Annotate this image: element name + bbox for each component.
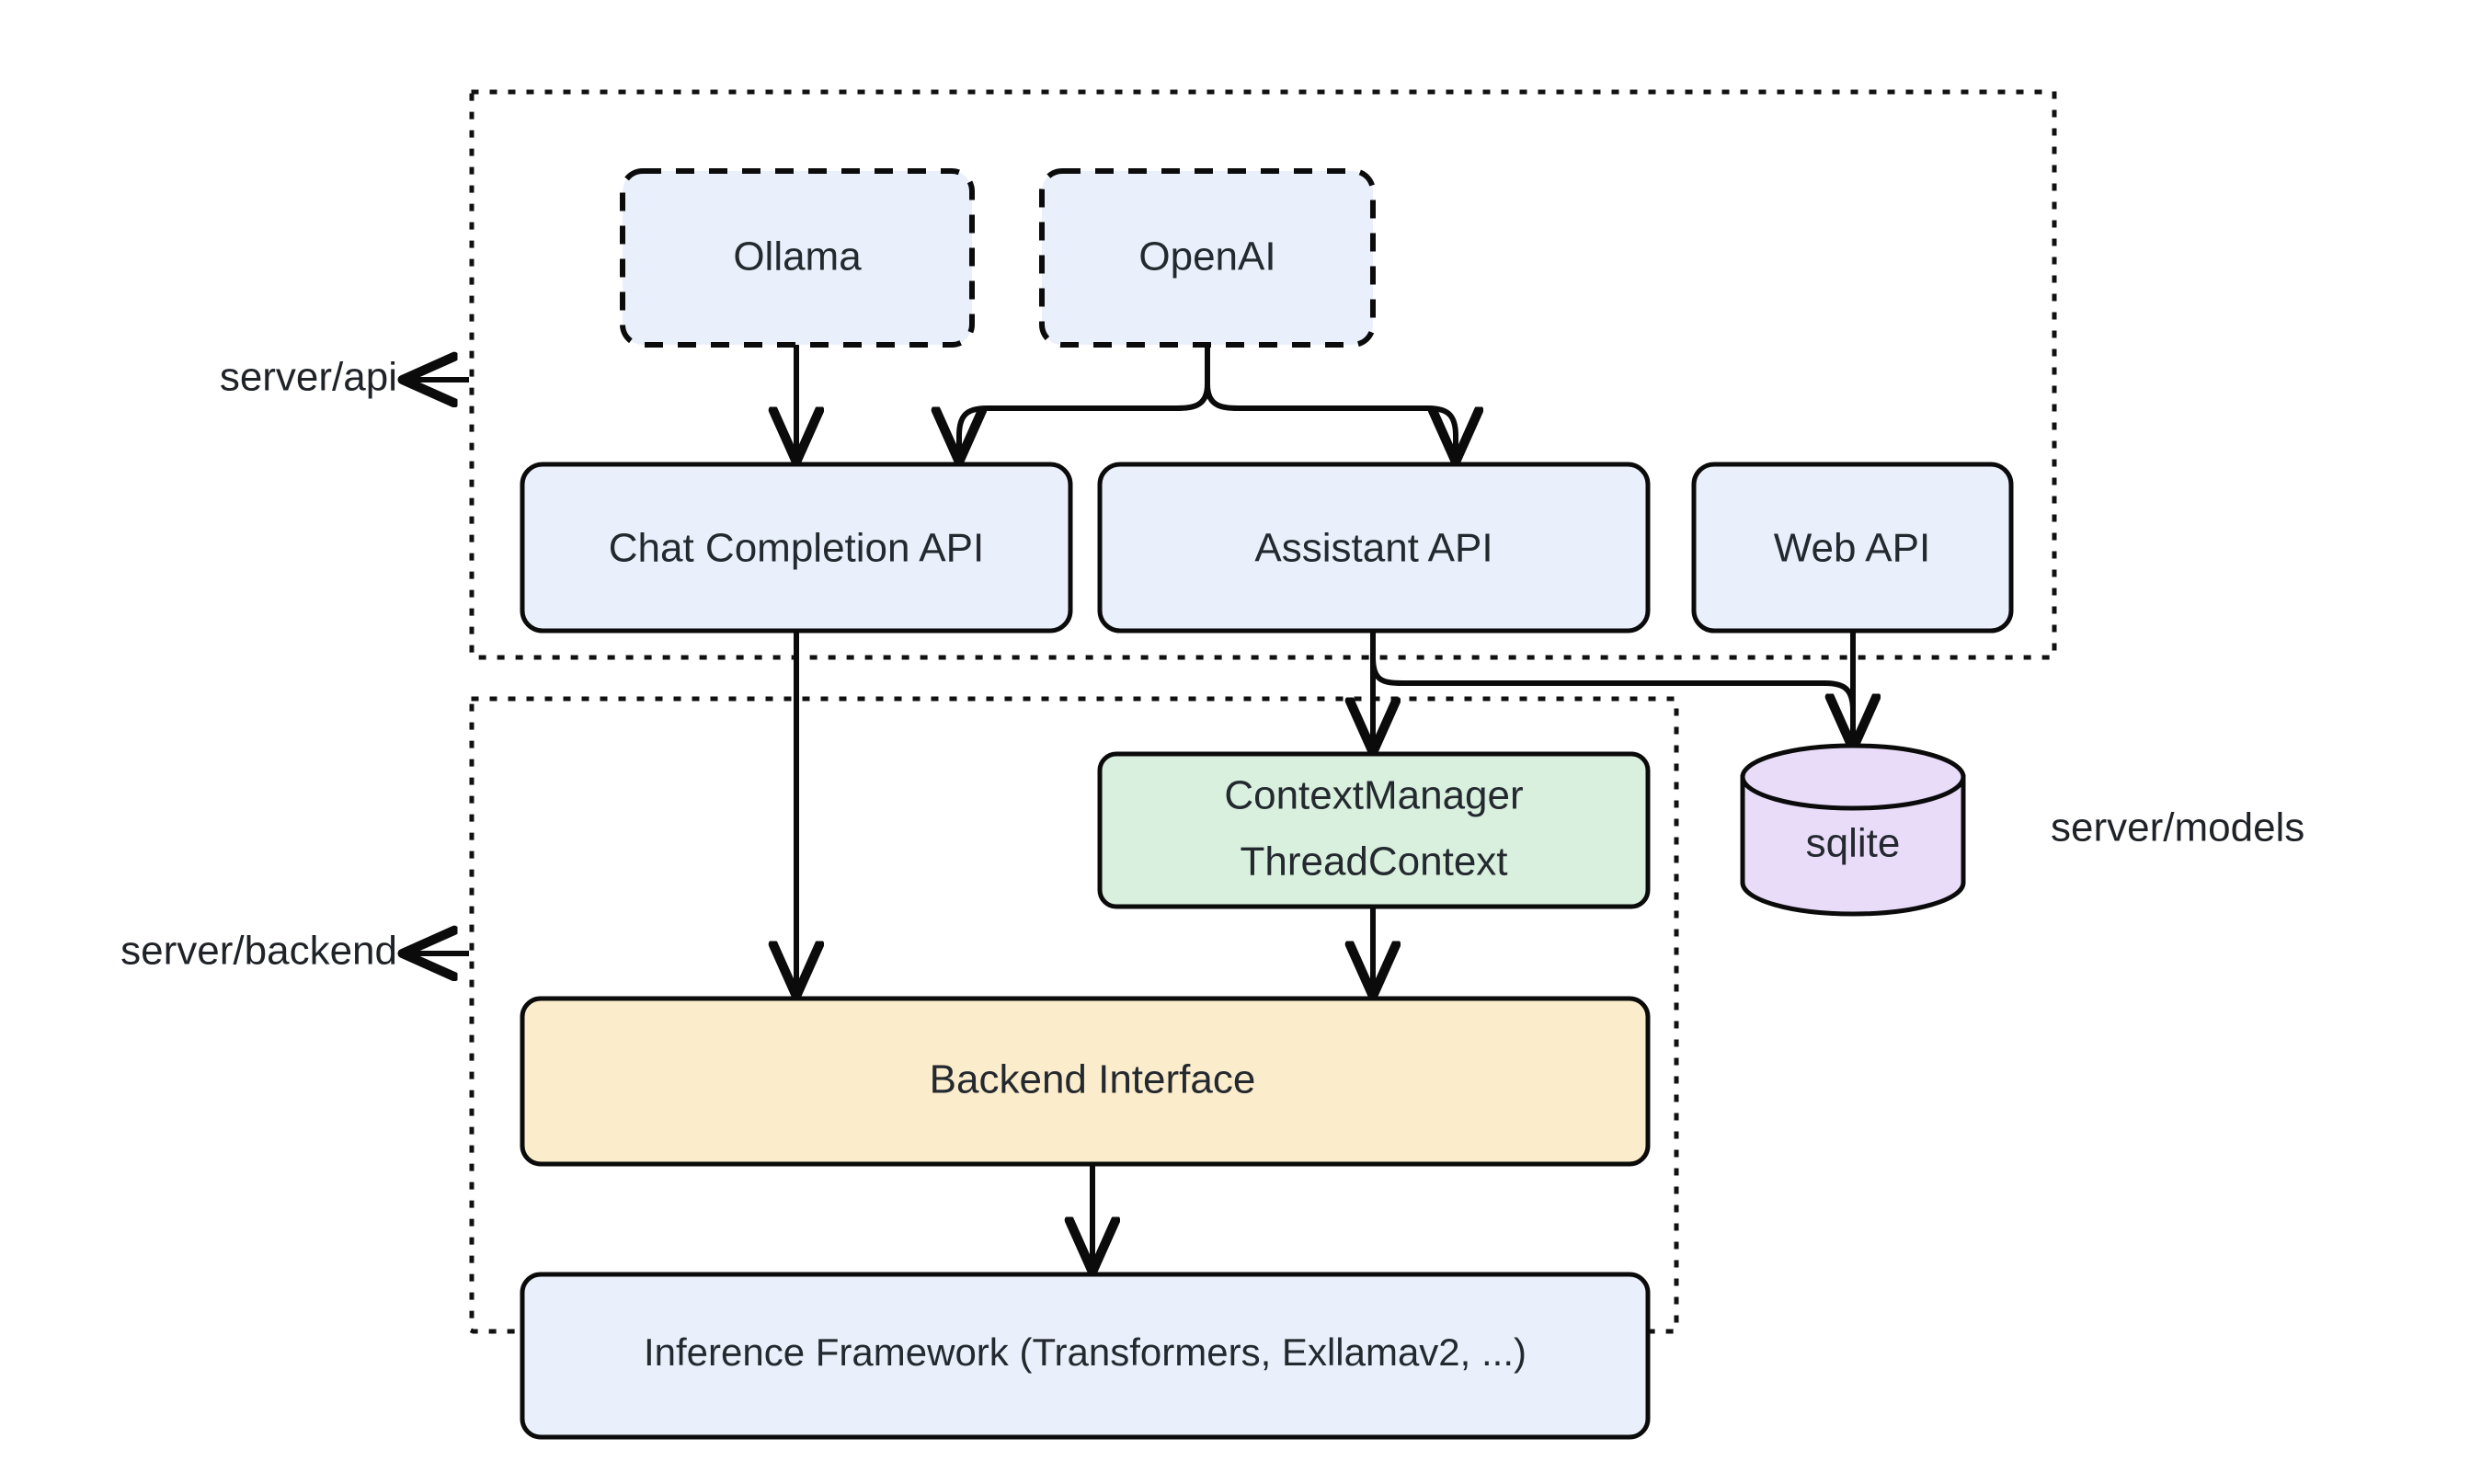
node-web-api-shape bbox=[1691, 462, 2014, 634]
node-backend-interface-label: Backend Interface bbox=[930, 1057, 1256, 1102]
edge-openai-to-chat-api bbox=[959, 383, 1210, 460]
group-label-server-models-text: server/models bbox=[2051, 805, 2304, 850]
node-chat-completion-api-shape bbox=[520, 462, 1073, 634]
node-ollama-shape bbox=[620, 168, 975, 348]
node-sqlite-cylinder-top bbox=[1740, 743, 1966, 811]
node-ollama[interactable]: Ollama bbox=[620, 168, 975, 348]
edge-openai-to-assistant-api bbox=[1205, 383, 1456, 460]
node-assistant-api-label: Assistant API bbox=[1254, 526, 1492, 571]
edge-assistant-api-to-sqlite bbox=[1370, 656, 1856, 726]
node-inference-framework-shape bbox=[520, 1272, 1651, 1440]
node-backend-interface-shape bbox=[520, 996, 1651, 1167]
node-assistant-api-shape bbox=[1097, 462, 1651, 634]
node-chat-completion-api[interactable]: Chat Completion API bbox=[520, 462, 1073, 634]
node-ollama-label: Ollama bbox=[733, 234, 862, 280]
group-label-server-api-text: server/api bbox=[220, 355, 397, 400]
group-label-server-api: server/api bbox=[220, 355, 469, 400]
node-inference-framework[interactable]: Inference Framework (Transformers, Exlla… bbox=[520, 1272, 1651, 1440]
node-context-manager[interactable]: ContextManager ThreadContext bbox=[1097, 751, 1651, 909]
group-label-server-models: server/models bbox=[2051, 805, 2304, 850]
node-web-api[interactable]: Web API bbox=[1691, 462, 2014, 634]
node-openai[interactable]: OpenAI bbox=[1039, 168, 1376, 348]
node-assistant-api[interactable]: Assistant API bbox=[1097, 462, 1651, 634]
node-backend-interface[interactable]: Backend Interface bbox=[520, 996, 1651, 1167]
node-context-manager-shape bbox=[1097, 751, 1651, 909]
node-sqlite-label: sqlite bbox=[1806, 821, 1901, 866]
node-chat-completion-api-label: Chat Completion API bbox=[609, 526, 984, 571]
node-context-manager-label-line2: ThreadContext bbox=[1240, 839, 1507, 885]
node-inference-framework-label: Inference Framework (Transformers, Exlla… bbox=[644, 1330, 1527, 1374]
node-openai-shape bbox=[1039, 168, 1376, 348]
group-label-server-backend-text: server/backend bbox=[120, 929, 397, 974]
node-openai-label: OpenAI bbox=[1138, 234, 1275, 280]
node-web-api-label: Web API bbox=[1774, 526, 1930, 571]
group-container-server-api bbox=[469, 89, 2057, 660]
group-label-server-backend: server/backend bbox=[120, 929, 469, 974]
node-sqlite-cylinder-body bbox=[1740, 774, 1966, 917]
node-sqlite[interactable]: sqlite bbox=[1740, 743, 1966, 917]
node-context-manager-label-line1: ContextManager bbox=[1224, 773, 1523, 818]
